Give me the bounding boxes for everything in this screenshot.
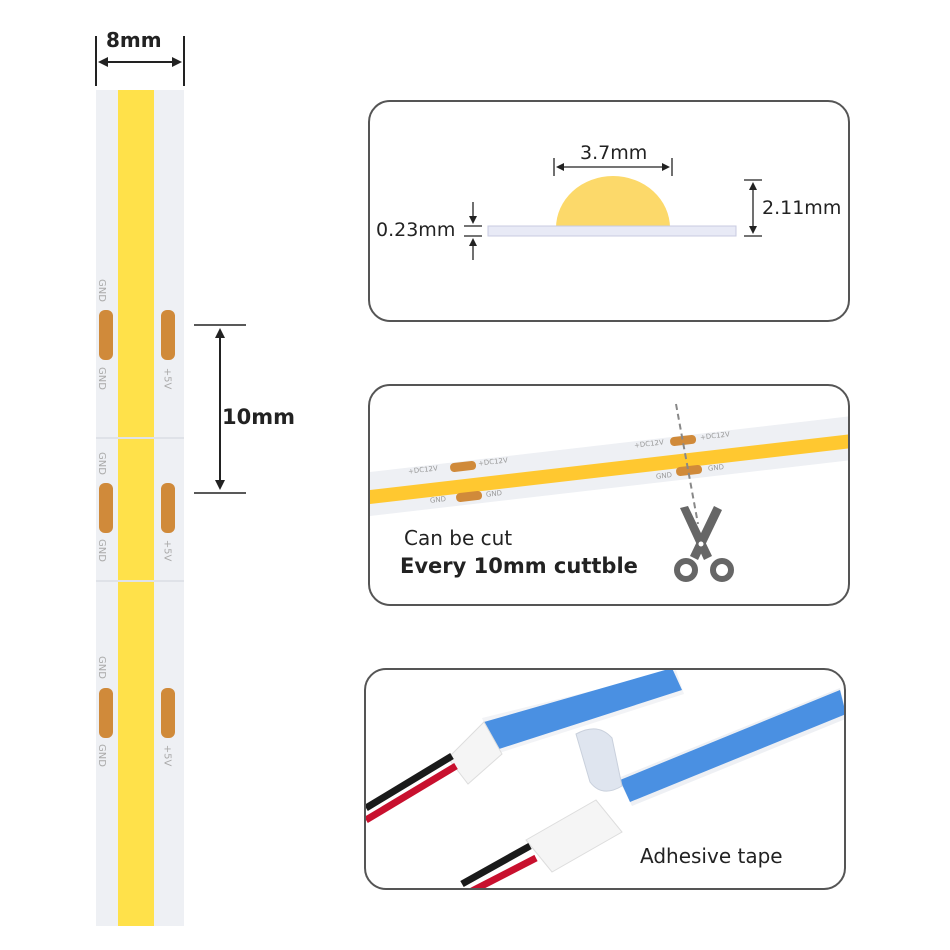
pos-label: +5V: [161, 539, 173, 562]
strip-width-label: 8mm: [106, 28, 162, 52]
cut-line: [675, 403, 699, 525]
pcb-base: [487, 225, 737, 237]
black-wire: [460, 842, 532, 888]
peeled-liner: [575, 728, 623, 792]
black-wire: [366, 753, 454, 811]
pitch-arrow: [194, 324, 246, 494]
led-chip-dome: [556, 176, 670, 228]
pos-label: +5V: [161, 367, 173, 390]
red-wire: [366, 762, 458, 824]
gnd-pad: [456, 490, 483, 503]
gnd-label: GND: [95, 656, 107, 679]
chip-height-label: 2.11mm: [762, 197, 842, 219]
pitch-dimension: 10mm: [190, 320, 310, 500]
tape-caption: Adhesive tape: [640, 844, 783, 868]
pos-pad: [161, 688, 175, 738]
pos-label: +5V: [161, 744, 173, 767]
chip-width-label: 3.7mm: [580, 142, 648, 164]
gnd-label: GND: [95, 452, 107, 475]
upper-tape: [484, 670, 682, 750]
gnd-label: GND: [95, 279, 107, 302]
lower-tape: [620, 690, 844, 802]
profile-diagram: [464, 158, 762, 260]
pitch-label: 10mm: [222, 405, 295, 429]
gnd-pad: [99, 310, 113, 360]
gnd-pad: [99, 688, 113, 738]
cut-strip-led: [370, 434, 848, 504]
dc-pad: [450, 460, 477, 473]
pos-pad: [161, 483, 175, 533]
gnd-label: GND: [95, 367, 107, 390]
pcb-thickness-label: 0.23mm: [376, 219, 456, 241]
gnd-pad: [99, 483, 113, 533]
cut-panel: +DC12V +DC12V GND GND +DC12V +DC12V GND …: [368, 384, 850, 606]
led-strip: GND GND +5V GND GND +5V GND GND +5V: [96, 90, 184, 926]
gnd-pad: [676, 464, 703, 477]
width-arrow: [95, 36, 185, 86]
segment-divider: [96, 580, 184, 582]
tape-diagram: [366, 670, 844, 888]
segment-divider: [96, 437, 184, 439]
led-chip-line: [118, 90, 154, 926]
cut-diagram: [370, 403, 848, 525]
scissors-icon: [668, 504, 748, 584]
gnd-label: GND: [95, 539, 107, 562]
pos-pad: [161, 310, 175, 360]
gnd-label: GND: [95, 744, 107, 767]
profile-panel: 3.7mm 2.11mm 0.23mm: [368, 100, 850, 322]
strip-width-dimension: 8mm: [92, 28, 188, 88]
dc-pad: [670, 434, 697, 447]
cut-caption-line1: Can be cut: [404, 526, 513, 550]
red-wire: [470, 854, 538, 888]
cut-caption-line2: Every 10mm cuttble: [400, 554, 638, 578]
tape-panel: Adhesive tape: [364, 668, 846, 890]
